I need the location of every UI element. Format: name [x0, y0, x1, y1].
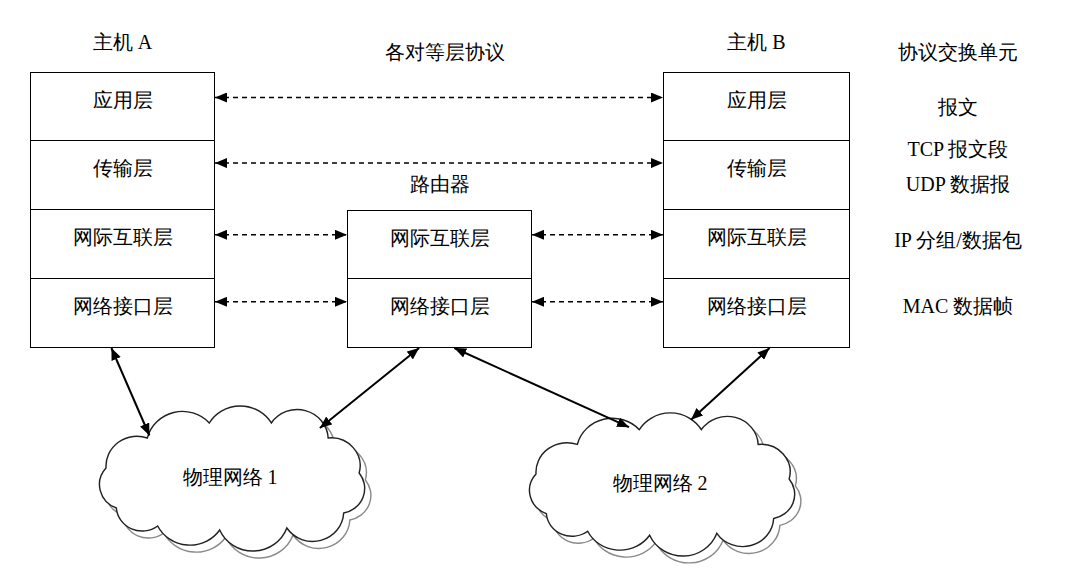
protocol-heading: 各对等层协议 — [335, 40, 555, 64]
pdu-label: TCP 报文段 — [848, 137, 1068, 161]
layer-name: 传输层 — [93, 156, 153, 180]
cloud-network: 物理网络 1 — [75, 398, 385, 548]
cloud-text-box: 物理网络 2 — [505, 405, 815, 553]
cloud-text-box: 物理网络 1 — [75, 398, 385, 548]
stack-heading: 主机 B — [663, 30, 850, 54]
column-heading: 协议交换单元 — [848, 40, 1068, 64]
layer-cell: 传输层 — [663, 141, 850, 210]
pdu-label: 报文 — [848, 95, 1068, 119]
link-arrow — [111, 348, 149, 436]
dashed-peer-arrow — [215, 301, 347, 303]
layer-cell: 网络接口层 — [347, 279, 532, 348]
cloud-network: 物理网络 2 — [505, 405, 815, 553]
router-stack: 路由器网际互联层网络接口层 — [347, 210, 532, 348]
dashed-peer-arrow — [215, 162, 663, 164]
layer-name: 应用层 — [727, 88, 787, 112]
link-arrow — [691, 348, 770, 420]
dashed-peer-arrow — [532, 301, 663, 303]
dashed-peer-arrow — [532, 234, 663, 236]
pdu-label: UDP 数据报 — [848, 172, 1068, 196]
layer-cell: 网际互联层 — [663, 210, 850, 279]
stack-heading: 主机 A — [30, 30, 215, 54]
network-name: 物理网络 1 — [183, 465, 278, 489]
host-stack: 主机 B应用层传输层网际互联层网络接口层 — [663, 72, 850, 348]
cloud-shape — [100, 406, 365, 551]
layer-name: 传输层 — [727, 156, 787, 180]
pdu-label: MAC 数据帧 — [848, 294, 1068, 318]
stack-heading: 路由器 — [347, 172, 532, 196]
layer-name: 网际互联层 — [707, 225, 807, 249]
layer-cell: 传输层 — [30, 141, 215, 210]
layer-name: 网络接口层 — [390, 294, 490, 318]
host-stack: 主机 A应用层传输层网际互联层网络接口层 — [30, 72, 215, 348]
layer-cell: 网际互联层 — [30, 210, 215, 279]
dashed-peer-arrow — [215, 97, 663, 99]
dashed-peer-arrow — [215, 234, 347, 236]
layer-name: 网络接口层 — [707, 294, 807, 318]
cloud-shape — [530, 413, 795, 556]
link-arrow — [454, 348, 629, 427]
network-name: 物理网络 2 — [613, 471, 708, 495]
pdu-label: IP 分组/数据包 — [848, 228, 1068, 252]
layer-name: 网际互联层 — [73, 225, 173, 249]
layer-name: 网际互联层 — [390, 226, 490, 250]
layer-name: 应用层 — [93, 88, 153, 112]
link-arrow — [320, 348, 419, 428]
layer-cell: 网际互联层 — [347, 210, 532, 279]
layer-cell: 网络接口层 — [663, 279, 850, 348]
layer-cell: 应用层 — [663, 72, 850, 141]
layer-name: 网络接口层 — [73, 294, 173, 318]
layer-cell: 应用层 — [30, 72, 215, 141]
layer-cell: 网络接口层 — [30, 279, 215, 348]
